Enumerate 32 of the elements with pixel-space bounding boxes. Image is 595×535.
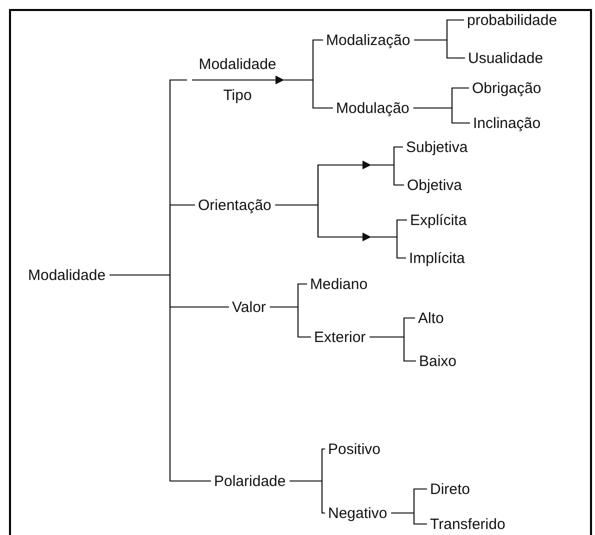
bracket-line xyxy=(414,39,465,59)
bracket-line xyxy=(370,336,416,362)
node-label: Valor xyxy=(232,298,266,316)
node-label: Obrigação xyxy=(472,80,542,96)
bracket-line xyxy=(110,274,211,482)
bracket-line xyxy=(290,480,325,514)
node-label: Direto xyxy=(430,480,470,498)
node-label: Modulação xyxy=(336,100,410,116)
node-label: Alto xyxy=(418,310,444,326)
node-label: Subjetiva xyxy=(406,138,468,156)
node-label: Implícita xyxy=(409,250,465,266)
arrow xyxy=(275,204,406,259)
node-label: Positivo xyxy=(328,440,381,458)
node-label: Tipo xyxy=(223,87,252,104)
node-label: Objetiva xyxy=(407,176,462,194)
node-label: Modalidade xyxy=(28,266,106,284)
node-label: Explícita xyxy=(410,212,467,228)
bracket-line xyxy=(391,512,427,525)
node-label: Exterior xyxy=(314,328,366,346)
node-label: Baixo xyxy=(419,352,457,370)
node-label: Inclinação xyxy=(473,114,541,132)
bracket-line xyxy=(270,306,311,338)
node-label: Modalização xyxy=(326,32,410,48)
node-label: Usualidade xyxy=(468,50,544,66)
node-label: probabilidade xyxy=(467,12,558,28)
node-label: Orientação xyxy=(198,196,272,214)
node-label: Modalidade xyxy=(198,56,276,73)
node-label: Mediano xyxy=(310,276,368,292)
node-label: Polaridade xyxy=(214,472,286,490)
node-label: Transferido xyxy=(430,516,506,532)
node-label: Negativo xyxy=(328,504,388,522)
bracket-line xyxy=(413,107,470,124)
